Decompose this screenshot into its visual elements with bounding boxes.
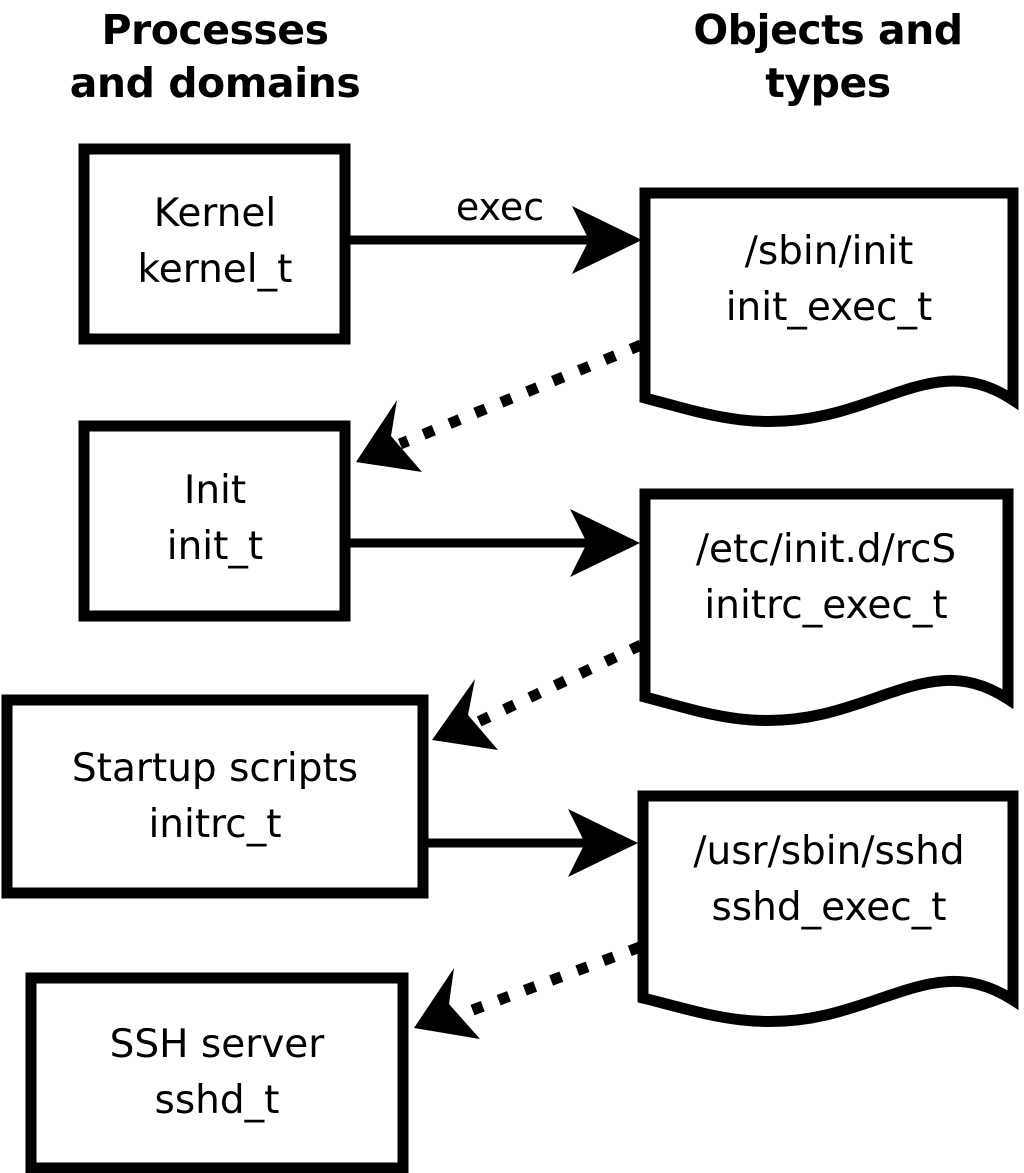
arrow-head-icon [568, 809, 638, 877]
arrow-head-icon [356, 400, 422, 472]
edge-label-exec: exec [456, 185, 544, 229]
node-document-shape [639, 488, 1014, 727]
process-node-kernel[interactable]: Kernel kernel_t [78, 143, 351, 345]
edge-line-dotted [475, 640, 644, 727]
process-node-initrc[interactable]: Startup scripts initrc_t [1, 694, 429, 899]
edge-sshd-exec-to-sshd [414, 941, 642, 1039]
edge-init-exec-to-init [356, 339, 644, 472]
node-label-line2: sshd_t [155, 1078, 280, 1123]
node-label-line1: /sbin/init [745, 229, 914, 274]
arrow-head-icon [570, 509, 640, 577]
node-box [78, 420, 351, 622]
edge-kernel-to-init-exec: exec [350, 185, 642, 274]
edge-line-dotted [460, 941, 642, 1020]
node-label-line2: initrc_t [148, 802, 281, 847]
arrow-head-icon [432, 679, 498, 750]
node-label-line2: kernel_t [138, 247, 293, 292]
node-box [78, 143, 351, 345]
object-node-sshd-exec[interactable]: /usr/sbin/sshd sshd_exec_t [637, 790, 1019, 1028]
node-label-line1: Kernel [154, 191, 277, 236]
arrow-head-icon [414, 968, 480, 1039]
column-header-left-line2: and domains [70, 59, 361, 107]
node-document-shape [639, 187, 1019, 428]
node-label-line1: Startup scripts [72, 746, 358, 791]
column-header-right-line2: types [765, 59, 890, 107]
process-node-sshd[interactable]: SSH server sshd_t [25, 972, 409, 1173]
node-label-line1: SSH server [110, 1022, 326, 1067]
edge-initrc-to-sshd-exec [428, 809, 638, 877]
edge-initrc-exec-to-initrc [432, 640, 644, 750]
node-label-line2: init_t [167, 524, 263, 569]
object-node-initrc-exec[interactable]: /etc/init.d/rcS initrc_exec_t [639, 488, 1014, 727]
node-label-line1: Init [184, 468, 246, 513]
edge-line-dotted [397, 339, 644, 450]
column-header-right: Objects and types [693, 6, 963, 107]
node-label-line2: sshd_exec_t [711, 885, 946, 930]
node-document-shape [637, 790, 1019, 1028]
arrow-head-icon [572, 206, 642, 274]
column-header-right-line1: Objects and [693, 6, 962, 54]
object-node-init-exec[interactable]: /sbin/init init_exec_t [639, 187, 1019, 428]
process-node-init[interactable]: Init init_t [78, 420, 351, 622]
edge-init-to-initrc-exec [350, 509, 640, 577]
node-label-line1: /etc/init.d/rcS [696, 527, 956, 572]
node-label-line1: /usr/sbin/sshd [693, 829, 964, 874]
node-label-line2: initrc_exec_t [704, 583, 947, 628]
node-box [1, 694, 429, 899]
node-label-line2: init_exec_t [726, 285, 933, 330]
column-header-left: Processes and domains [70, 6, 361, 107]
column-header-left-line1: Processes [101, 6, 328, 54]
node-box [25, 972, 409, 1173]
